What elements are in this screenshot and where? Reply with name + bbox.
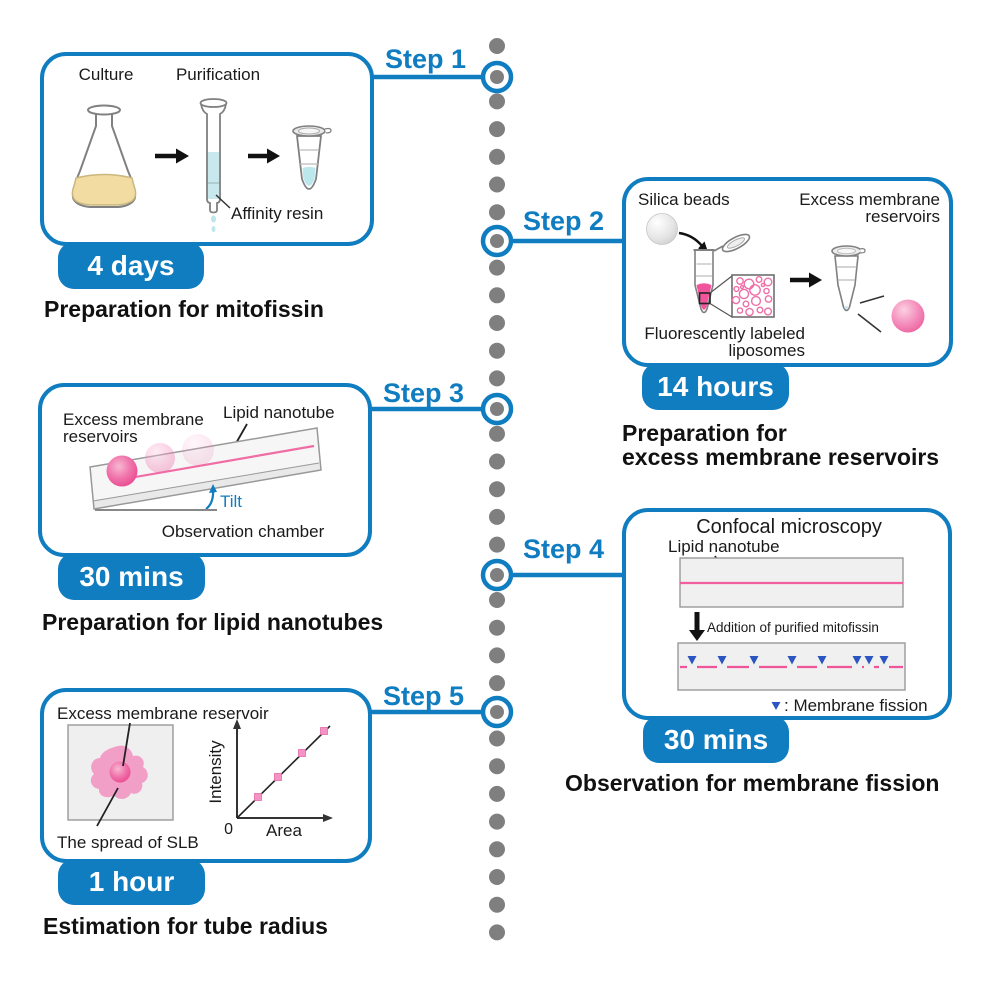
- step-3-title: Preparation for lipid nanotubes: [42, 609, 384, 635]
- step-4-label: Step 4: [523, 534, 605, 564]
- step-5-title: Estimation for tube radius: [43, 913, 328, 939]
- step-1-badge: 4 days: [58, 242, 204, 289]
- step-1-label: Step 1: [385, 44, 467, 74]
- confocal-microscopy-label: Confocal microscopy: [696, 516, 882, 538]
- step-2-title: Preparation for excess membrane reservoi…: [622, 421, 939, 469]
- culture-label: Culture: [78, 65, 133, 84]
- step-5-illustration: Excess membrane reservoir The spread of …: [57, 704, 333, 852]
- open-cap: [721, 233, 750, 252]
- intensity-area-plot: Intensity 0 Area: [206, 718, 333, 840]
- down-arrow-icon: [688, 611, 705, 641]
- purification-column-icon: [199, 97, 227, 232]
- step-4-badge: 30 mins: [643, 716, 789, 763]
- purification-label: Purification: [175, 65, 259, 84]
- excess-membrane-label-1: Excess membrane: [63, 410, 204, 429]
- observation-chamber-label: Observation chamber: [161, 522, 324, 541]
- y-axis-label: Intensity: [206, 739, 225, 803]
- reservoir-sphere-faded: [144, 442, 175, 473]
- fit-line: [235, 724, 331, 819]
- column-liquid: [207, 151, 219, 199]
- origin-label: 0: [224, 821, 233, 838]
- silica-bead-sphere: [645, 212, 678, 245]
- flask-liquid: [71, 173, 136, 206]
- excess-membrane-label-2: reservoirs: [865, 207, 940, 226]
- excess-membrane-label-2: reservoirs: [63, 427, 138, 446]
- membrane-reservoir-sphere: [891, 299, 924, 332]
- excess-membrane-reservoir-label: Excess membrane reservoir: [57, 704, 269, 723]
- drop: [211, 225, 215, 232]
- affinity-resin-label: Affinity resin: [231, 204, 323, 223]
- silica-beads-label: Silica beads: [638, 190, 730, 209]
- kymograph-before: [678, 556, 904, 608]
- erlenmeyer-flask-icon: [71, 104, 136, 208]
- step-1-illustration: Culture Purification Affini: [71, 65, 332, 232]
- reservoir-sphere: [109, 761, 130, 782]
- fluorescently-labeled-label-1: Fluorescently labeled: [644, 324, 805, 343]
- step-1-title: Preparation for mitofissin: [44, 296, 324, 322]
- step-4-title: Observation for membrane fission: [565, 770, 940, 796]
- reservoir-sphere: [106, 455, 137, 486]
- membrane-fission-legend: : Membrane fission: [784, 696, 928, 715]
- slb-pointer: [95, 787, 119, 826]
- step-2-badge: 14 hours: [642, 363, 789, 410]
- affinity-resin-pointer: [214, 193, 231, 209]
- slb-square: [66, 723, 174, 821]
- addition-label: Addition of purified mitofissin: [707, 620, 879, 635]
- drop: [210, 214, 216, 223]
- tube-liquid: [302, 166, 315, 186]
- step-4-illustration: Confocal microscopy Lipid nanotube Addit…: [668, 516, 928, 715]
- step-3-illustration: Excess membrane reservoirs Lipid nanotub…: [63, 403, 335, 541]
- step-2-label: Step 2: [523, 206, 605, 236]
- step-2-title-line2: excess membrane reservoirs: [622, 444, 940, 470]
- x-axis-label: Area: [266, 821, 302, 840]
- liposome-inset: [730, 273, 775, 318]
- excess-membrane-label-1: Excess membrane: [799, 190, 940, 209]
- reservoir-sphere-faded: [181, 433, 214, 466]
- tilt-arrow-icon: [204, 483, 217, 510]
- liposome-suspension: [696, 282, 711, 310]
- step-5-panel: Excess membrane reservoir The spread of …: [40, 688, 372, 863]
- arrow-icon: [154, 148, 189, 163]
- step-2-illustration: Silica beads Excess membrane reservoirs: [638, 190, 940, 360]
- step-3-label: Step 3: [383, 378, 465, 408]
- tilt-label: Tilt: [220, 492, 242, 511]
- spread-of-slb-label: The spread of SLB: [57, 833, 199, 852]
- kymograph-after: [676, 641, 906, 691]
- step-2-title-line1: Preparation for: [622, 420, 787, 446]
- reservoir-pointer: [121, 722, 131, 766]
- step-4-panel: Confocal microscopy Lipid nanotube Addit…: [622, 508, 952, 720]
- step-3-badge: 30 mins: [58, 553, 205, 600]
- step-2-panel: Silica beads Excess membrane reservoirs: [622, 177, 953, 367]
- fission-triangle-icon: [771, 701, 780, 710]
- lipid-nanotube-label: Lipid nanotube: [223, 403, 335, 422]
- step-1-panel: Culture Purification Affini: [40, 52, 374, 246]
- step-5-badge: 1 hour: [58, 859, 205, 905]
- zoom-source-box: [698, 291, 711, 304]
- open-microtube-icon: [693, 233, 750, 313]
- data-points: [253, 726, 328, 801]
- closed-microtube-icon: [830, 244, 866, 311]
- step-3-panel: Excess membrane reservoirs Lipid nanotub…: [38, 383, 372, 557]
- arrow-icon: [247, 148, 280, 163]
- fluorescently-labeled-label-2: liposomes: [728, 341, 805, 360]
- arrow-icon: [789, 272, 822, 287]
- lipid-nanotube-label: Lipid nanotube: [668, 537, 780, 556]
- fission-triangles: [687, 655, 888, 664]
- step-5-label: Step 5: [383, 681, 465, 711]
- microtube-icon: [291, 124, 332, 190]
- observation-chamber-slab: [88, 426, 322, 510]
- nanotube-line: [117, 444, 314, 481]
